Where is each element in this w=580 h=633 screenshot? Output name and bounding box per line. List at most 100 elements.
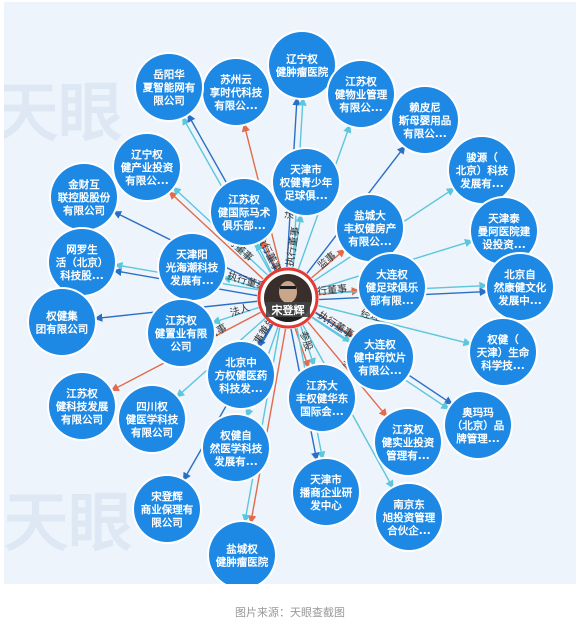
company-node[interactable]: 大连权健足球俱乐部有限... — [357, 252, 427, 322]
node-circle — [347, 324, 413, 390]
relation-edge — [211, 306, 259, 325]
node-label-line: 健置业有限 — [155, 327, 208, 340]
node-label-line: 天津市 — [310, 473, 342, 486]
relation-edge — [168, 191, 264, 280]
company-node[interactable]: 骏源（北京）科技发展有... — [447, 135, 517, 205]
relation-edge — [247, 328, 287, 524]
node-label-line: 天津）生命 — [477, 346, 530, 359]
node-label-line: 盐城大 — [354, 209, 386, 222]
company-node[interactable]: 网罗生活（北京）科技股... — [47, 227, 117, 297]
node-label-line: （北京）品 — [452, 419, 505, 432]
company-node[interactable]: 天津阳光海潮科技发展有... — [157, 232, 227, 302]
node-label-line: 天津市 — [290, 163, 322, 176]
company-node[interactable]: 奥玛玛（北京）品牌管理... — [443, 390, 513, 460]
company-node[interactable]: 大连权健中药饮片有限公... — [345, 322, 415, 392]
node-label-line: 牌管理... — [456, 432, 499, 445]
edge-label: 监事 — [315, 249, 339, 272]
node-label-line: 团有限公司 — [36, 323, 89, 336]
company-node[interactable]: 辽宁权健产业投资有限公... — [112, 132, 182, 202]
node-circle — [134, 476, 200, 542]
node-label-line: 健医学科技 — [126, 413, 179, 426]
node-circle — [203, 415, 269, 481]
company-node[interactable]: 苏州云享时代科技有限公... — [201, 57, 271, 127]
company-node[interactable]: 江苏权健国际马术俱乐部... — [209, 177, 279, 247]
node-label-line: 享时代科技 — [210, 86, 263, 99]
node-label-line: 骏源（ — [466, 151, 498, 164]
node-label-line: 然康健文化 — [493, 281, 547, 294]
company-node[interactable]: 江苏大丰权健华东国际会... — [287, 363, 357, 433]
company-node[interactable]: 北京中方权健医药科技发... — [206, 340, 276, 410]
node-label-line: 旭投资管理 — [382, 511, 436, 524]
company-node[interactable]: 天津市权健青少年足球俱... — [271, 147, 341, 217]
node-label-line: 赖皮尼 — [409, 101, 441, 114]
relation-edge — [315, 311, 355, 338]
node-label-line: 网罗生 — [66, 243, 98, 256]
relation-edge — [292, 213, 304, 268]
node-label-line: 发展有... — [169, 274, 213, 287]
relation-edge — [255, 241, 272, 273]
node-label-line: 商业保理有 — [141, 503, 194, 516]
node-circle — [208, 342, 274, 408]
node-label-line: 有限公... — [214, 99, 257, 112]
company-node[interactable]: 赖皮尼斯母婴用品有限公... — [390, 85, 460, 155]
node-circle — [471, 198, 537, 264]
node-circle — [148, 300, 214, 366]
node-label-line: 科学技... — [481, 359, 524, 372]
node-label-line: 江苏权 — [228, 193, 260, 206]
node-circle — [119, 386, 185, 452]
node-label-line: 江苏权 — [345, 75, 377, 88]
node-label-line: 发中心 — [309, 499, 342, 512]
node-label-line: 江苏大 — [306, 379, 338, 392]
node-label-line: 权健集 — [45, 310, 78, 323]
center-person-node[interactable]: 宋登辉 — [257, 267, 319, 329]
relation-edge — [257, 324, 273, 348]
node-circle — [203, 59, 269, 125]
company-node[interactable]: 天津泰曼阿医院建设投资... — [469, 196, 539, 266]
node-label-line: 宋登辉 — [150, 490, 183, 503]
node-label-line: 辽宁权 — [131, 148, 163, 161]
node-label-line: 发展中... — [497, 294, 541, 307]
company-node[interactable]: 南京东旭投资管理合伙企... — [374, 482, 444, 552]
node-label-line: 科技股... — [60, 269, 103, 282]
node-circle — [136, 54, 202, 120]
node-circle — [376, 484, 442, 550]
node-label-line: 发展有... — [213, 455, 257, 468]
node-circle — [114, 134, 180, 200]
node-circle — [328, 61, 394, 127]
image-caption: 图片来源：天眼查截图 — [235, 606, 345, 619]
node-label-line: 权健自 — [219, 429, 252, 442]
node-label-line: 健物业管理 — [335, 88, 388, 101]
node-label-line: 方权健医药 — [215, 369, 268, 382]
node-label-line: 金财互 — [67, 178, 100, 191]
node-label-line: 辽宁权 — [286, 53, 318, 66]
company-node[interactable]: 江苏权健实业投资管理有... — [373, 407, 443, 477]
company-node[interactable]: 江苏权健物业管理有限公... — [326, 59, 396, 129]
company-node[interactable]: 权健（天津）生命科学技... — [468, 317, 538, 387]
relation-edge — [311, 248, 346, 279]
node-label-line: 健中药饮片 — [354, 351, 407, 364]
node-label-line: 苏州云 — [220, 73, 252, 86]
watermark: 天眼 — [4, 77, 122, 151]
node-circle — [209, 522, 275, 584]
node-label-line: 奥玛玛 — [462, 406, 494, 419]
node-circle — [392, 87, 458, 153]
node-label-line: 江苏权 — [165, 314, 197, 327]
node-label-line: 健足球俱乐 — [366, 281, 419, 294]
relationship-graph-canvas: 天眼 天眼 法人执行董事执行董事执行董事执行董事监事执行董事法人执行董事经理法人… — [4, 2, 576, 584]
node-label-line: 限公司 — [153, 95, 185, 107]
node-label-line: 岳阳华 — [153, 68, 185, 81]
company-node[interactable]: 权健自然医学科技发展有... — [201, 413, 271, 483]
company-node[interactable]: 北京自然康健文化发展中... — [485, 252, 555, 322]
company-node[interactable]: 盐城大丰权健房产有限公... — [335, 193, 405, 263]
node-label-line: 健肿瘤医院 — [276, 66, 329, 79]
